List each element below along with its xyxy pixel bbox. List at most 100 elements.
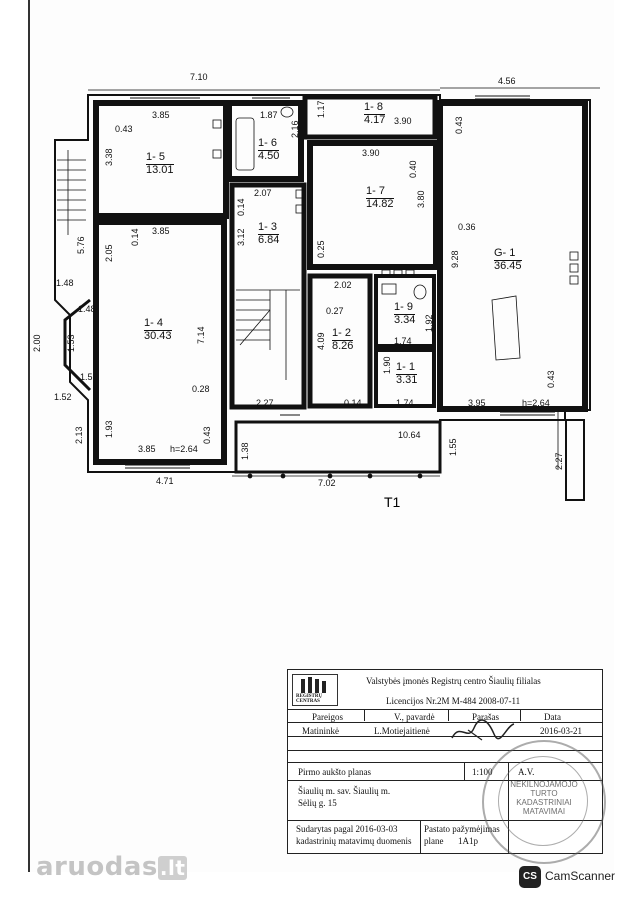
room-g-1-dim4: 0.43 [546, 370, 556, 388]
dim-step-138: 1.38 [240, 442, 250, 460]
room-1-6-dim2: 2.16 [290, 120, 300, 138]
room-1-2-dim3: 4.09 [316, 332, 326, 350]
room-1-5-dim3: 3.38 [104, 148, 114, 166]
col-name: V., pavardė [394, 712, 435, 722]
room-1-5-dim1: 3.85 [152, 110, 170, 120]
room-1-7-id: 1- 7 [366, 185, 385, 197]
aruodas-watermark: aruodas.lt [36, 852, 188, 882]
signature-icon [451, 719, 515, 741]
col-pareigos: Pareigos [312, 712, 343, 722]
room-1-8-area: 4.17 [364, 114, 386, 126]
room-1-4-dim3: 2.05 [104, 244, 114, 262]
dim-left-148b: 1.48 [78, 304, 96, 314]
room-g-1-id: G- 1 [494, 247, 516, 259]
watermark-brand: aruodas [36, 852, 158, 882]
room-1-2-area: 8.26 [332, 340, 354, 352]
terrace-label: T1 [384, 494, 401, 510]
room-1-4-id: 1- 4 [144, 317, 163, 329]
room-1-4-dim4: 7.14 [196, 326, 206, 344]
room-1-4-dim5: 0.28 [192, 384, 210, 394]
room-1-4-dim6: 0.43 [202, 426, 212, 444]
room-1-5-dim2: 0.43 [115, 124, 133, 134]
dim-right-ext: 2.27 [554, 452, 564, 470]
role: Matininkė [302, 726, 339, 736]
dim-left-152b: 1.52 [54, 392, 72, 402]
dim-bottom-right-step: 1.55 [448, 438, 458, 456]
col-date: Data [544, 712, 561, 722]
room-1-6-area: 4.50 [258, 150, 280, 162]
plan-name: Pirmo aukšto planas [298, 767, 371, 777]
room-1-6-id: 1- 6 [258, 137, 277, 149]
official-stamp: NEKILNOJAMOJO TURTO KADASTRINIAI MATAVIM… [482, 740, 606, 864]
room-1-5-area: 13.01 [146, 164, 174, 176]
room-1-4-dim7: 3.85 [138, 444, 156, 454]
room-1-9-dim2: 1.74 [394, 336, 412, 346]
room-1-1-id: 1- 1 [396, 361, 415, 373]
camscanner-label: CamScanner [545, 869, 616, 883]
room-1-8-dim2: 1.17 [316, 100, 326, 118]
room-1-8-dim1: 3.90 [394, 116, 412, 126]
dim-left-200: 2.00 [32, 334, 42, 352]
room-1-7-area: 14.82 [366, 198, 394, 210]
dim-bottom-left: 4.71 [156, 476, 174, 486]
stamp-line-4: MATAVIMAI [522, 807, 566, 816]
room-1-9-dim1: 1.92 [424, 314, 434, 332]
room-g-1-area: 36.45 [494, 260, 522, 272]
room-1-3-dim3: 3.12 [236, 228, 246, 246]
room-g-1-dim3: 9.28 [450, 250, 460, 268]
room-1-7-dim3: 3.80 [416, 190, 426, 208]
dim-left-148a: 1.48 [56, 278, 74, 288]
date: 2016-03-21 [540, 726, 582, 736]
room-1-8-id: 1- 8 [364, 101, 383, 113]
dim-top-left: 7.10 [190, 72, 208, 82]
person: L.Motiejaitienė [374, 726, 430, 736]
compiled-1: Sudarytas pagal 2016-03-03 [296, 824, 398, 834]
room-1-2-id: 1- 2 [332, 327, 351, 339]
stamp-line-2: TURTO [530, 789, 558, 798]
camscanner-logo-icon: CS [519, 866, 541, 888]
dim-left-193: 1.93 [104, 420, 114, 438]
room-1-4-dim1: 3.85 [152, 226, 170, 236]
room-1-6-dim1: 1.87 [260, 110, 278, 120]
floor-plan: 7.10 4.56 4.71 7.02 10.64 2.27 1.55 5.76… [32, 72, 600, 510]
room-1-2-dim4: 0.14 [344, 398, 362, 408]
room-1-9-area: 3.34 [394, 314, 416, 326]
dim-left-153: 1.53 [66, 334, 76, 352]
floor-plan-walls [54, 87, 600, 501]
stamp-line-3: KADASTRINIAI [516, 798, 572, 807]
marking-2: plane [424, 836, 444, 846]
room-1-1-dim1: 1.90 [382, 356, 392, 374]
marking-code: 1A1p [458, 836, 478, 846]
room-1-3-area: 6.84 [258, 234, 280, 246]
scale: 1:100 [472, 767, 493, 777]
room-1-1-dim2: 1.74 [396, 398, 414, 408]
marking-1: Pastato pažymėjimas [424, 824, 500, 834]
room-1-9-id: 1- 9 [394, 301, 413, 313]
col-sign: Parašas [472, 712, 499, 722]
room-g-1-dim5: 3.95 [468, 398, 486, 408]
room-1-3-id: 1- 3 [258, 221, 277, 233]
license: Licencijos Nr.2M M-484 2008-07-11 [386, 696, 521, 706]
logo-mark-icon [301, 677, 326, 693]
dim-top-right: 4.56 [498, 76, 516, 86]
room-g-1-dim1: 0.43 [454, 116, 464, 134]
room-1-7-dim4: 0.25 [316, 240, 326, 258]
registru-centras-logo: REGISTRŲ CENTRAS [292, 674, 338, 706]
room-1-4-dim2: 0.14 [130, 228, 140, 246]
room-1-3-dim1: 2.07 [254, 188, 272, 198]
room-g-1-height: h=2.64 [522, 398, 550, 408]
dim-left-576: 5.76 [76, 236, 86, 254]
watermark-suffix: .lt [157, 856, 188, 880]
dim-bottom-total: 10.64 [398, 430, 421, 440]
org-name: Valstybės įmonės Registrų centro Šiaulių… [366, 676, 541, 686]
room-1-7-dim1: 3.90 [362, 148, 380, 158]
address-2: Sėlių g. 15 [298, 798, 337, 808]
stamp-line-1: NEKILNOJAMOJO [510, 780, 578, 789]
dim-left-213: 2.13 [74, 426, 84, 444]
compiled-2: kadastrinių matavimų duomenis [296, 836, 412, 846]
room-1-3-dim2: 0.14 [236, 198, 246, 216]
room-1-2-dim2: 0.27 [326, 306, 344, 316]
room-1-7-dim2: 0.40 [408, 160, 418, 178]
logo-text: REGISTRŲ CENTRAS [296, 694, 323, 704]
room-1-4-height: h=2.64 [170, 444, 198, 454]
